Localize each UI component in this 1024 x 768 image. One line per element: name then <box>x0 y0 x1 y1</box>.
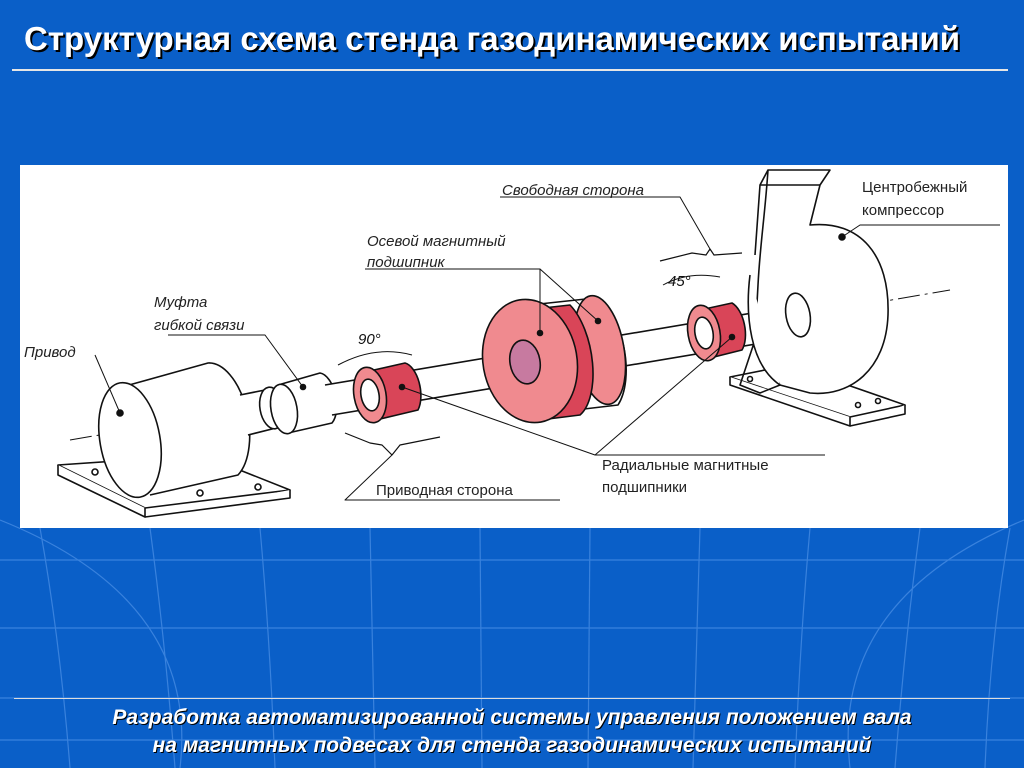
label-coupling-line1: Муфта <box>154 294 207 311</box>
leader-axial-2 <box>539 268 599 322</box>
label-drive: Привод <box>24 344 76 361</box>
page-title: Структурная схема стенда газодинамически… <box>24 20 961 57</box>
label-axial-line2: подшипник <box>367 254 446 271</box>
leader-drive-side <box>344 454 560 501</box>
leader-radial-2 <box>594 336 733 456</box>
label-drive-side: Приводная сторона <box>376 482 513 499</box>
footer-line-2: на магнитных подвесах для стенда газодин… <box>152 734 872 757</box>
centrifugal-compressor <box>739 169 889 395</box>
diagram-panel: Привод Муфта гибкой связи Осевой магнитн… <box>20 165 1008 528</box>
free-side-bracket <box>659 248 743 262</box>
radial-bearing-drive-side <box>352 362 422 424</box>
label-coupling-line2: гибкой связи <box>154 317 245 334</box>
label-compressor-line1: Центробежный <box>862 179 967 196</box>
footer-caption: Разработка автоматизированной системы уп… <box>10 704 1014 760</box>
label-angle-45: 45° <box>668 273 691 290</box>
flexible-coupling <box>239 372 338 436</box>
leader-coupling <box>168 334 304 388</box>
title-divider <box>12 69 1008 71</box>
label-radial-line2: подшипники <box>602 479 687 496</box>
label-radial-line1: Радиальные магнитные <box>602 457 769 474</box>
leader-free-side <box>500 196 711 250</box>
axial-magnetic-bearing <box>481 294 627 424</box>
leader-compressor <box>841 224 1000 238</box>
angle-arc-45 <box>662 274 721 286</box>
drive-motor <box>97 362 251 499</box>
label-free-side: Свободная сторона <box>502 182 644 199</box>
test-stand-diagram: Привод Муфта гибкой связи Осевой магнитн… <box>24 169 1000 518</box>
footer-line-1: Разработка автоматизированной системы уп… <box>112 706 912 729</box>
label-compressor-line2: компрессор <box>862 202 944 219</box>
footer-divider <box>14 698 1010 699</box>
leader-drive <box>94 354 121 414</box>
angle-arc-90 <box>337 351 413 366</box>
label-axial-line1: Осевой магнитный <box>367 233 506 250</box>
label-angle-90: 90° <box>358 331 381 348</box>
drive-side-bracket <box>344 432 441 456</box>
